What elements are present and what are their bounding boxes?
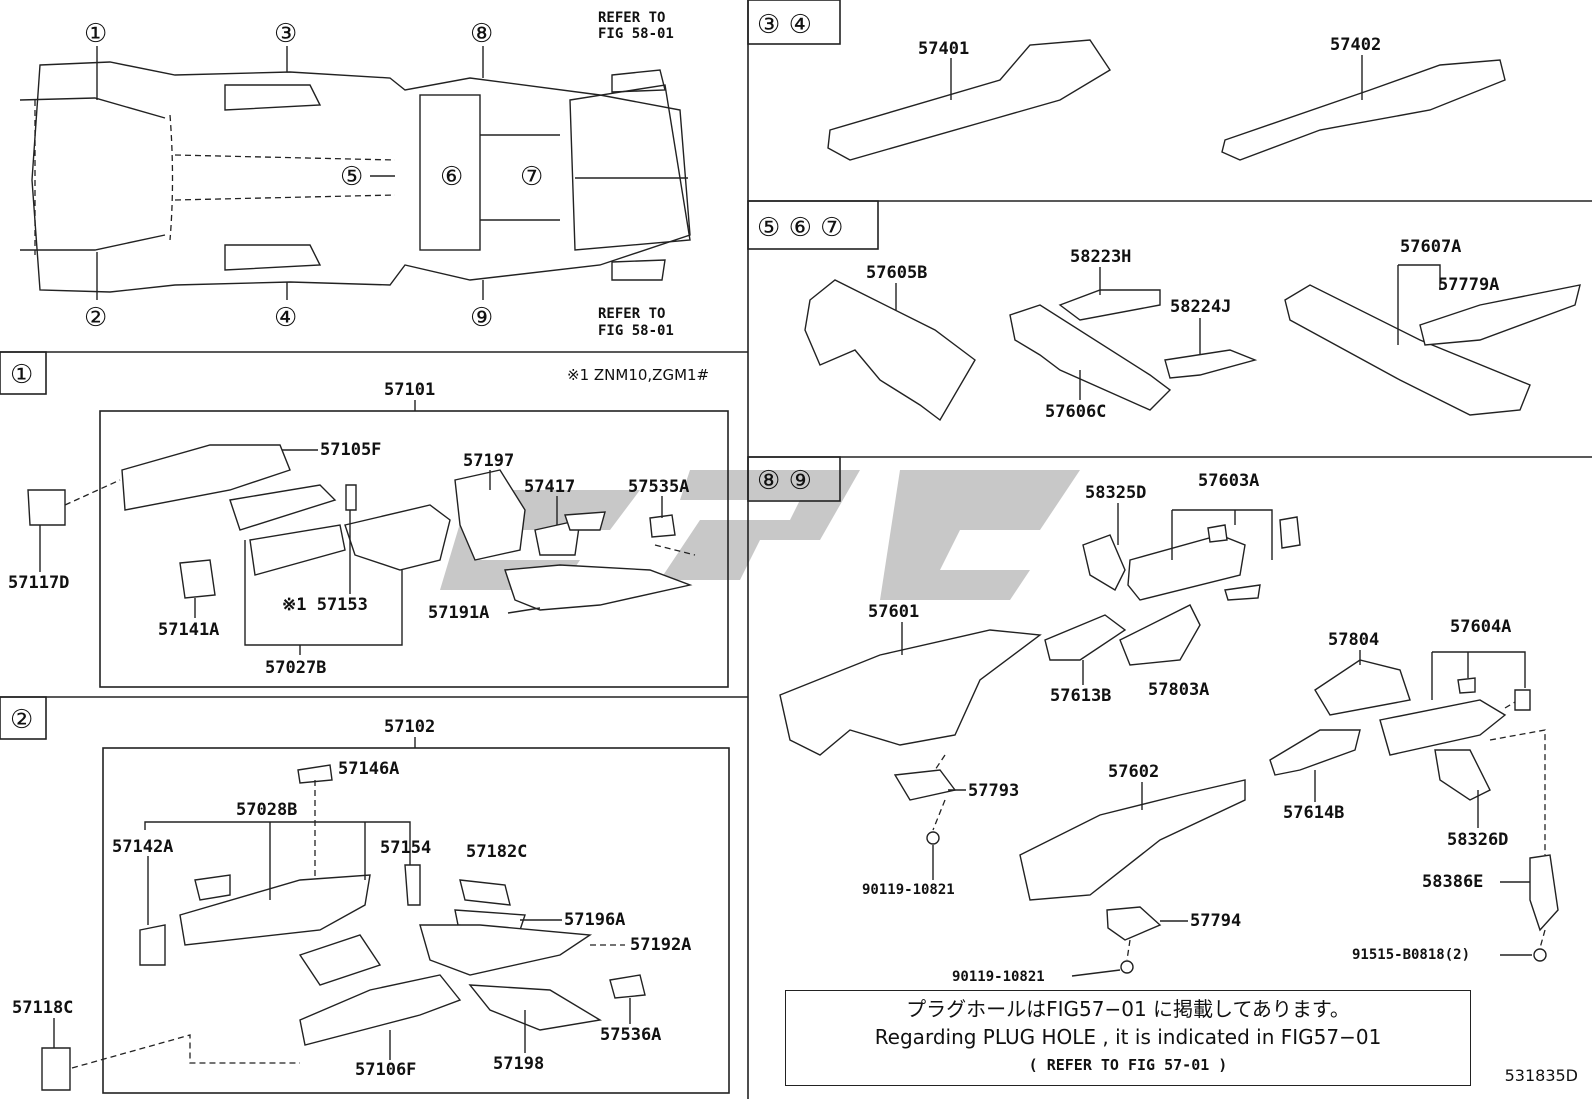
marker-8: ⑧	[470, 19, 493, 49]
label-57198[interactable]: 57198	[493, 1054, 544, 1074]
section89-parts	[779, 516, 1559, 974]
label-57192A[interactable]: 57192A	[630, 935, 691, 955]
label-90119-10821-b[interactable]: 90119-10821	[952, 969, 1045, 985]
marker-3: ③	[274, 19, 297, 49]
refer-top-line1: REFER TO	[598, 10, 665, 26]
label-57182C[interactable]: 57182C	[466, 842, 527, 862]
label-57102[interactable]: 57102	[384, 717, 435, 737]
label-91515-B0818[interactable]: 91515-B0818(2)	[1352, 947, 1470, 963]
label-57804[interactable]: 57804	[1328, 630, 1379, 650]
label-57146A[interactable]: 57146A	[338, 759, 399, 779]
marker-5: ⑤	[340, 162, 363, 192]
label-57401[interactable]: 57401	[918, 39, 969, 59]
label-57141A[interactable]: 57141A	[158, 620, 219, 640]
label-57602[interactable]: 57602	[1108, 762, 1159, 782]
label-57601[interactable]: 57601	[868, 602, 919, 622]
section-title-8-9: ⑧ ⑨	[757, 466, 812, 496]
section2-parts	[41, 764, 646, 1091]
label-57603A[interactable]: 57603A	[1198, 471, 1259, 491]
label-57117D[interactable]: 57117D	[8, 573, 69, 593]
section-title-3-4: ③ ④	[757, 10, 812, 40]
label-57779A[interactable]: 57779A	[1438, 275, 1499, 295]
label-57402[interactable]: 57402	[1330, 35, 1381, 55]
marker-6: ⑥	[440, 162, 463, 192]
label-57605B[interactable]: 57605B	[866, 263, 927, 283]
marker-1: ①	[84, 19, 107, 49]
label-57417[interactable]: 57417	[524, 477, 575, 497]
refer-top-line2: FIG 58-01	[598, 26, 674, 42]
label-90119-10821-a[interactable]: 90119-10821	[862, 882, 955, 898]
label-57794[interactable]: 57794	[1190, 911, 1241, 931]
diagram-code: 531835D	[1504, 1066, 1578, 1085]
section1-parts	[27, 444, 693, 611]
label-57027B[interactable]: 57027B	[265, 658, 326, 678]
note-reference[interactable]: ( REFER TO FIG 57-01 )	[1028, 1056, 1228, 1074]
label-58224J[interactable]: 58224J	[1170, 297, 1231, 317]
section34-parts	[827, 39, 1506, 161]
label-57118C[interactable]: 57118C	[12, 998, 73, 1018]
label-57106F[interactable]: 57106F	[355, 1060, 416, 1080]
marker-4: ④	[274, 303, 297, 333]
label-57793[interactable]: 57793	[968, 781, 1019, 801]
label-57101[interactable]: 57101	[384, 380, 435, 400]
label-57604A[interactable]: 57604A	[1450, 617, 1511, 637]
section567-parts	[804, 279, 1581, 422]
label-57197[interactable]: 57197	[463, 451, 514, 471]
note-japanese: プラグホールはFIG57−01 に掲載してあります。	[906, 997, 1350, 1021]
label-57142A[interactable]: 57142A	[112, 837, 173, 857]
label-58325D[interactable]: 58325D	[1085, 483, 1146, 503]
label-57154[interactable]: 57154	[380, 838, 431, 858]
label-58326D[interactable]: 58326D	[1447, 830, 1508, 850]
label-57105F[interactable]: 57105F	[320, 440, 381, 460]
label-57191A[interactable]: 57191A	[428, 603, 489, 623]
label-57196A[interactable]: 57196A	[564, 910, 625, 930]
label-57535A[interactable]: 57535A	[628, 477, 689, 497]
plug-hole-note-box: プラグホールはFIG57−01 に掲載してあります。 Regarding PLU…	[785, 990, 1471, 1086]
marker-7: ⑦	[520, 162, 543, 192]
section-title-5-6-7: ⑤ ⑥ ⑦	[757, 213, 843, 243]
note-english: Regarding PLUG HOLE , it is indicated in…	[874, 1025, 1382, 1049]
overview-markers: ① ② ③ ④ ⑤ ⑥ ⑦ ⑧ ⑨	[84, 19, 543, 333]
label-57606C[interactable]: 57606C	[1045, 402, 1106, 422]
label-58386E[interactable]: 58386E	[1422, 872, 1483, 892]
label-58223H[interactable]: 58223H	[1070, 247, 1131, 267]
chassis-overview	[19, 61, 691, 293]
label-57614B[interactable]: 57614B	[1283, 803, 1344, 823]
label-57613B[interactable]: 57613B	[1050, 686, 1111, 706]
label-57028B[interactable]: 57028B	[236, 800, 297, 820]
refer-bottom-line1: REFER TO	[598, 306, 665, 322]
label-57607A[interactable]: 57607A	[1400, 237, 1461, 257]
section-title-1: ①	[10, 360, 33, 390]
marker-2: ②	[84, 303, 107, 333]
refer-bottom-line2: FIG 58-01	[598, 323, 674, 339]
section-title-2: ②	[10, 705, 33, 735]
section1-note: ※1 ZNM10,ZGM1#	[567, 366, 709, 384]
marker-9: ⑨	[470, 303, 493, 333]
label-57536A[interactable]: 57536A	[600, 1025, 661, 1045]
label-57803A[interactable]: 57803A	[1148, 680, 1209, 700]
label-57153[interactable]: ※1 57153	[282, 595, 368, 615]
